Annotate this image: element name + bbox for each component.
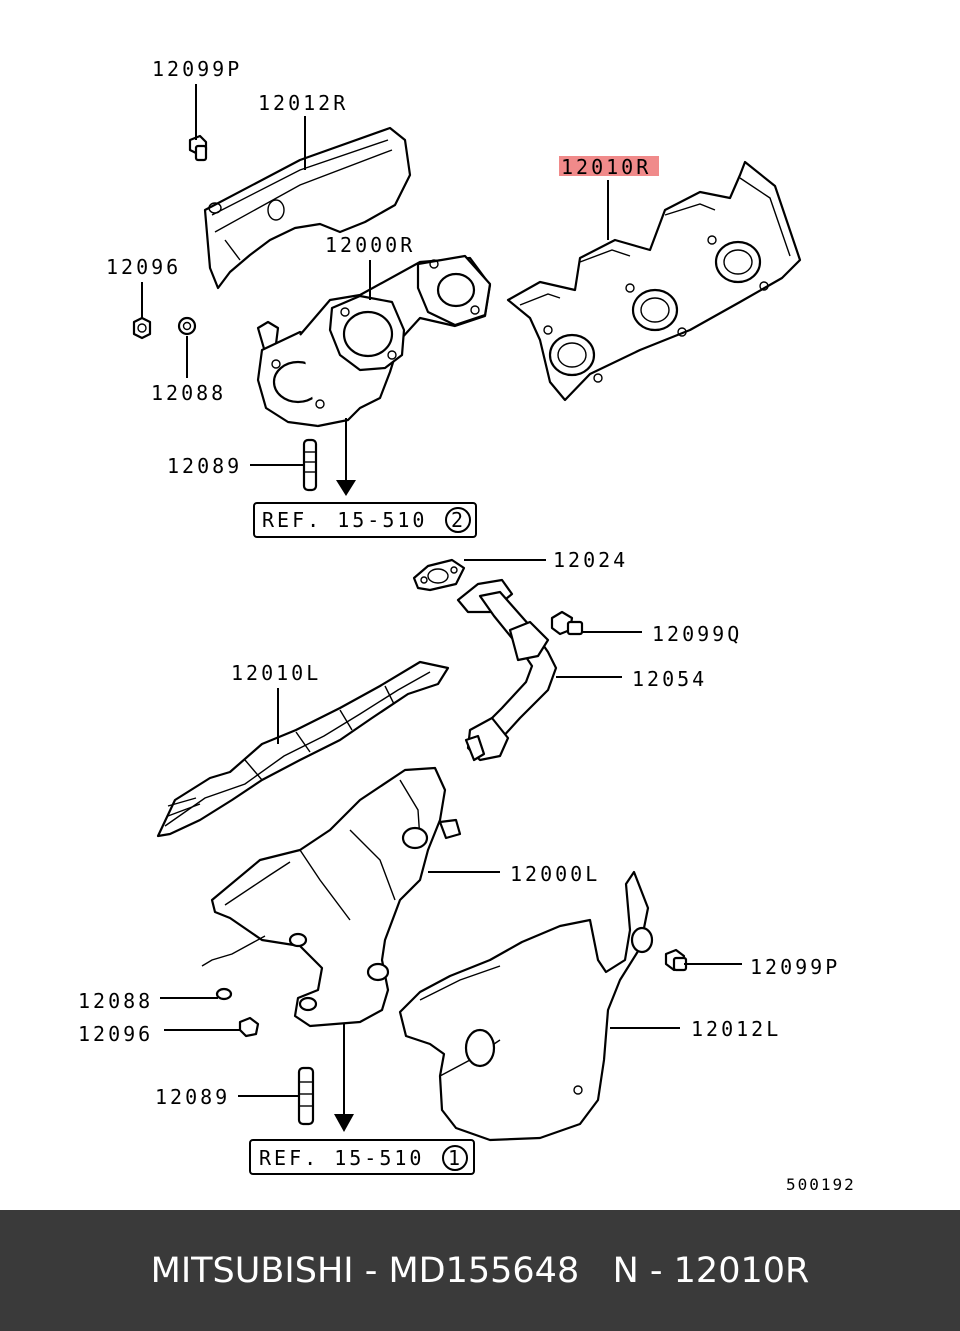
footer-text: MITSUBISHI - MD155648 N - 12010R: [150, 1250, 810, 1291]
label-12010l: 12010L: [231, 661, 321, 685]
ref-num-bottom: 1: [448, 1146, 460, 1170]
label-12000l: 12000L: [510, 862, 600, 886]
gasket-12010r: [506, 160, 802, 402]
ref-text-top: REF. 15-510: [262, 508, 427, 532]
highlight-12010r: [559, 156, 659, 176]
label-12099p-top: 12099P: [152, 57, 242, 81]
gasket-12010l: [156, 660, 450, 838]
bolt-12099p-bottom: [664, 948, 688, 972]
ref-text-bottom: REF. 15-510: [259, 1146, 424, 1170]
label-12088-top: 12088: [151, 381, 226, 405]
diagram-code: 500192: [786, 1175, 856, 1194]
label-12012l: 12012L: [691, 1017, 781, 1041]
label-12089-top: 12089: [167, 454, 242, 478]
ref-arrow-bottom: [334, 1024, 354, 1132]
label-12096-bottom: 12096: [78, 1022, 153, 1046]
label-12096-top: 12096: [106, 255, 181, 279]
heat-shield-left: [398, 870, 654, 1142]
label-12088-bottom: 12088: [78, 989, 153, 1013]
ref-num-top: 2: [451, 508, 463, 532]
nut-12096-top: [132, 316, 152, 340]
label-12010r: 12010R: [561, 155, 651, 179]
label-12024: 12024: [553, 548, 628, 572]
stud-12089-top: [302, 438, 318, 492]
stud-12089-bottom: [297, 1066, 315, 1126]
ref-box-bottom: REF. 15-510 1: [249, 1139, 475, 1175]
footer-bar: MITSUBISHI - MD155648 N - 12010R: [0, 1210, 960, 1331]
ref-arrow-top: [336, 418, 356, 496]
pipe-12054: [456, 578, 558, 762]
gasket-12024: [412, 558, 466, 592]
ref-box-top: REF. 15-510 2: [253, 502, 477, 538]
leader-lines: [141, 84, 742, 1097]
exhaust-manifold-right: [256, 254, 492, 428]
parts-diagram: REF. 15-510 2: [78, 57, 856, 1194]
exhaust-manifold-left: [201, 766, 462, 1028]
label-12000r: 12000R: [325, 233, 415, 257]
bolt-12099p-top: [188, 134, 208, 162]
washer-12088-bottom: [215, 987, 233, 1001]
heat-shield-right: [203, 126, 412, 290]
part-labels: 12099P 12012R 12010R 12096 12000R 12088 …: [78, 57, 856, 1194]
label-12099p-bottom: 12099P: [750, 955, 840, 979]
label-12054: 12054: [632, 667, 707, 691]
label-12099q: 12099Q: [652, 622, 742, 646]
label-12012r: 12012R: [258, 91, 348, 115]
bolt-12099q: [550, 610, 584, 636]
nut-12096-bottom: [238, 1016, 260, 1038]
label-12089-bottom: 12089: [155, 1085, 230, 1109]
washer-12088-top: [177, 316, 197, 336]
